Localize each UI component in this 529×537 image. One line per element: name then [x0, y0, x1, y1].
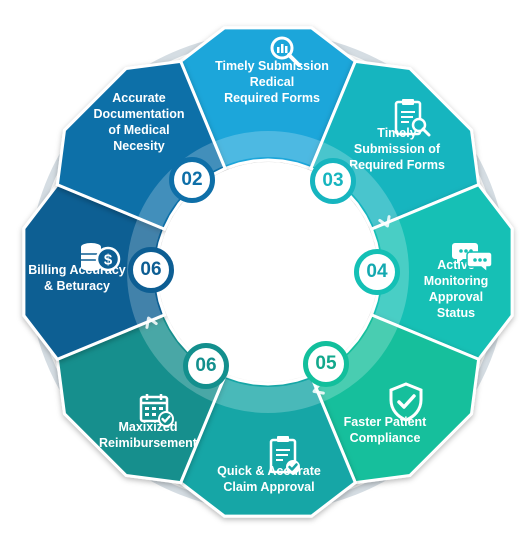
svg-text:$: $	[104, 252, 113, 269]
badge-03: 03	[310, 158, 356, 204]
badge-02: 02	[169, 157, 215, 203]
segment-panel-timely-submission-redical	[178, 26, 358, 171]
badge-06-bottom: 06	[183, 343, 229, 389]
badge-05: 05	[303, 341, 349, 387]
segment-panel-quick-accurate	[178, 373, 358, 518]
ring-arrow	[378, 215, 391, 228]
ring-arrow	[145, 316, 158, 329]
badge-06-left: 06	[128, 247, 174, 293]
center-disc	[158, 162, 378, 382]
badge-04: 04	[354, 249, 400, 295]
ring-arrow	[312, 382, 325, 395]
